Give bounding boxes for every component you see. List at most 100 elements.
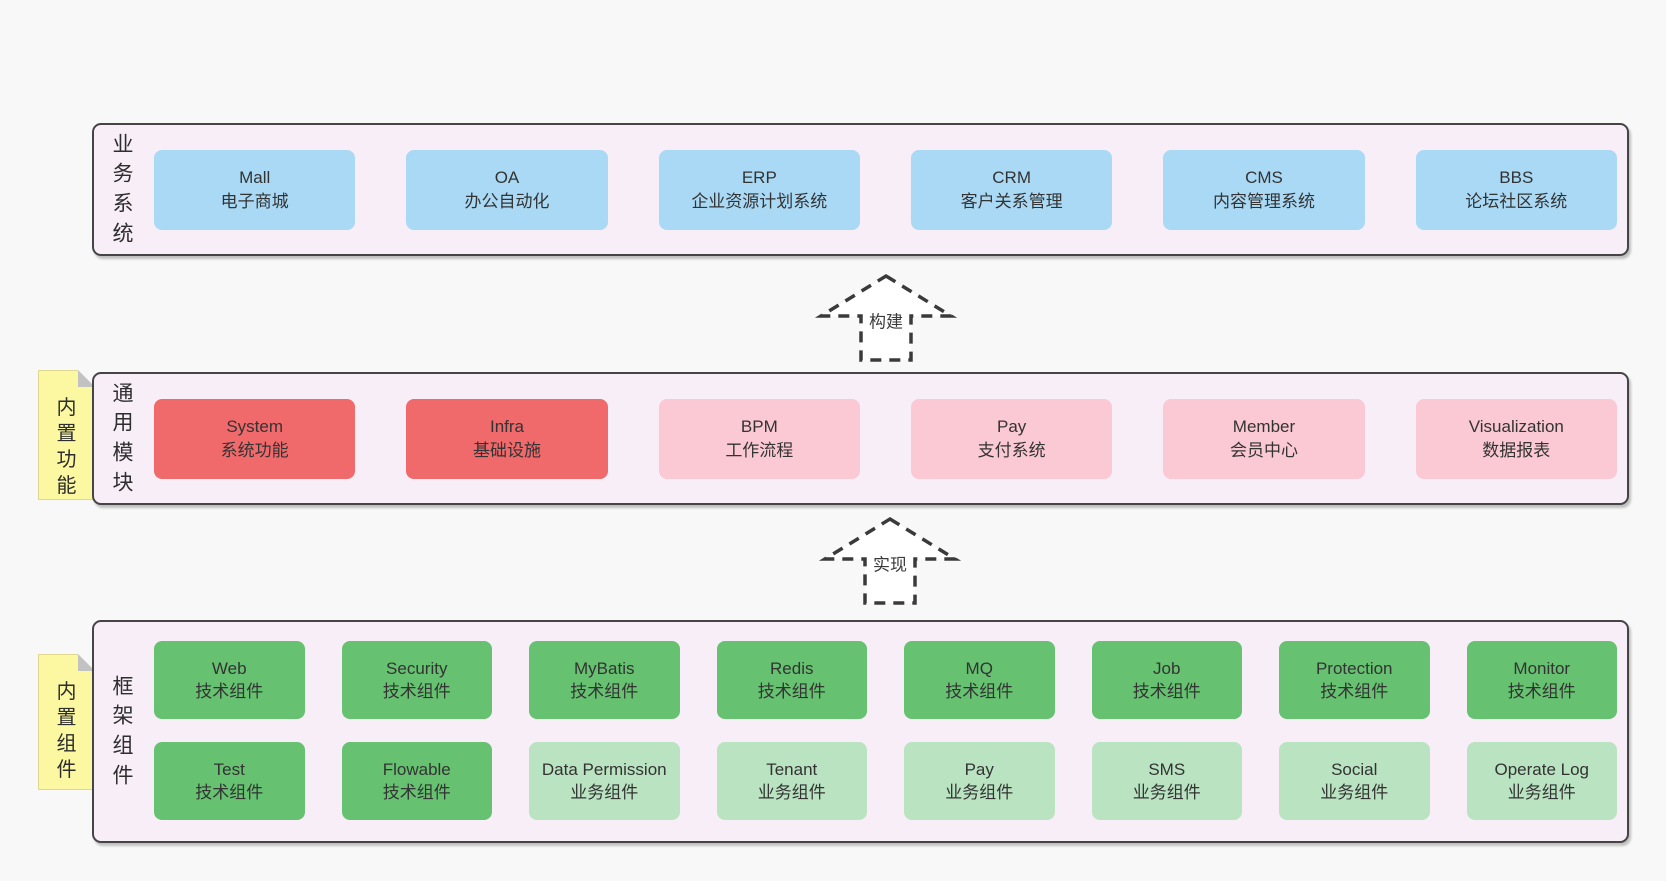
diagram-box-system: System 系统功能	[154, 398, 356, 479]
diagram-box-data-permission: Data Permission 业务组件	[529, 742, 680, 820]
box-subtitle: 技术组件	[1507, 682, 1576, 701]
box-subtitle: 工作流程	[725, 440, 794, 460]
box-subtitle: 技术组件	[945, 682, 1014, 701]
box-subtitle: 技术组件	[195, 682, 264, 701]
box-title: BPM	[740, 417, 778, 437]
diagram-box-oa: OA 办公自动化	[406, 149, 608, 230]
box-title: Job	[1153, 658, 1181, 678]
diagram-box-pay-system: Pay 支付系统	[910, 398, 1113, 479]
box-subtitle: 业务组件	[1507, 783, 1576, 802]
box-subtitle: 技术组件	[1320, 682, 1389, 701]
box-subtitle: 技术组件	[757, 682, 826, 701]
box-subtitle: 支付系统	[977, 440, 1046, 460]
diagram-box-operate-log: Operate Log 业务组件	[1466, 742, 1617, 820]
box-title: Tenant	[766, 759, 818, 779]
diagram-box-mybatis: MyBatis 技术组件	[529, 641, 680, 719]
box-title: BBS	[1499, 168, 1534, 188]
box-subtitle: 会员中心	[1229, 440, 1298, 460]
diagram-box-flowable: Flowable 技术组件	[341, 742, 492, 820]
diagram-box-bbs: BBS 论坛社区系统	[1415, 149, 1617, 230]
box-subtitle: 内容管理系统	[1212, 191, 1315, 211]
box-subtitle: 办公自动化	[464, 191, 550, 211]
box-title: Social	[1331, 759, 1378, 779]
diagram-box-pay-component: Pay 业务组件	[904, 742, 1055, 820]
diagram-box-security: Security 技术组件	[341, 641, 492, 719]
box-subtitle: 技术组件	[570, 682, 639, 701]
box-subtitle: 电子商城	[220, 191, 289, 211]
box-subtitle: 客户关系管理	[960, 191, 1063, 211]
business-box-row: Mall 电子商城 OA 办公自动化 ERP 企业资源计划系统 CRM 客户关系…	[154, 149, 1617, 230]
panel-side-label: 框架组件	[112, 674, 134, 788]
box-title: SMS	[1148, 759, 1186, 779]
diagram-box-sms: SMS 业务组件	[1091, 742, 1242, 820]
sticky-note-builtin-components: 内置组件	[38, 654, 95, 790]
diagram-box-mq: MQ 技术组件	[904, 641, 1055, 719]
diagram-box-member: Member 会员中心	[1163, 398, 1365, 479]
diagram-box-web: Web 技术组件	[154, 641, 305, 719]
diagram-box-cms: CMS 内容管理系统	[1163, 149, 1365, 230]
box-title: Monitor	[1513, 658, 1571, 678]
box-title: Pay	[964, 759, 994, 779]
box-title: Member	[1232, 417, 1296, 437]
box-title: ERP	[741, 168, 777, 188]
box-title: System	[226, 417, 283, 437]
diagram-box-test: Test 技术组件	[154, 742, 305, 820]
diagram-box-mall: Mall 电子商城	[154, 149, 356, 230]
box-subtitle: 技术组件	[382, 783, 451, 802]
panel-business-systems: 业务系统 Mall 电子商城 OA 办公自动化 ERP 企业资源计划系统 CRM…	[92, 123, 1629, 256]
box-title: MyBatis	[574, 658, 635, 678]
box-subtitle: 业务组件	[570, 783, 639, 802]
box-title: Visualization	[1468, 417, 1564, 437]
diagram-box-social: Social 业务组件	[1279, 742, 1430, 820]
sticky-note-label: 内置组件	[56, 681, 77, 781]
box-subtitle: 技术组件	[1132, 682, 1201, 701]
build-arrow: 构建	[811, 272, 961, 364]
box-title: CMS	[1245, 168, 1283, 188]
panel-framework-components: 框架组件 Web 技术组件 Security 技术组件 MyBatis 技术组件…	[92, 620, 1629, 843]
modules-box-row: System 系统功能 Infra 基础设施 BPM 工作流程 Pay 支付系统…	[154, 398, 1617, 479]
box-subtitle: 业务组件	[1320, 783, 1389, 802]
implement-arrow: 实现	[815, 515, 965, 607]
box-title: Protection	[1315, 658, 1393, 678]
diagram-box-job: Job 技术组件	[1091, 641, 1242, 719]
box-subtitle: 业务组件	[757, 783, 826, 802]
sticky-note-label: 内置功能	[56, 397, 77, 497]
box-title: MQ	[965, 658, 993, 678]
box-title: CRM	[992, 168, 1031, 188]
box-title: Web	[211, 658, 247, 678]
diagram-box-erp: ERP 企业资源计划系统	[658, 149, 860, 230]
diagram-box-redis: Redis 技术组件	[716, 641, 867, 719]
diagram-box-crm: CRM 客户关系管理	[910, 149, 1113, 230]
box-subtitle: 技术组件	[382, 682, 451, 701]
diagram-box-tenant: Tenant 业务组件	[716, 742, 867, 820]
diagram-box-bpm: BPM 工作流程	[658, 398, 860, 479]
box-subtitle: 技术组件	[195, 783, 264, 802]
box-title: Redis	[770, 658, 814, 678]
panel-common-modules: 通用模块 System 系统功能 Infra 基础设施 BPM 工作流程 Pay…	[92, 372, 1629, 505]
box-title: Data Permission	[541, 759, 667, 779]
box-title: Flowable	[382, 759, 451, 779]
box-title: Operate Log	[1494, 759, 1589, 779]
diagram-box-infra: Infra 基础设施	[406, 398, 608, 479]
box-title: Pay	[997, 417, 1027, 437]
box-title: Test	[213, 759, 245, 779]
box-title: OA	[494, 168, 520, 188]
arrow-label: 实现	[870, 550, 910, 576]
diagram-box-monitor: Monitor 技术组件	[1466, 641, 1617, 719]
box-subtitle: 系统功能	[220, 440, 289, 460]
box-subtitle: 企业资源计划系统	[691, 191, 828, 211]
box-title: Infra	[489, 417, 524, 437]
box-subtitle: 业务组件	[1132, 783, 1201, 802]
box-subtitle: 数据报表	[1482, 440, 1551, 460]
box-subtitle: 基础设施	[472, 440, 541, 460]
sticky-note-builtin-functions: 内置功能	[38, 370, 95, 500]
box-title: Mall	[239, 168, 271, 188]
box-subtitle: 论坛社区系统	[1465, 191, 1568, 211]
diagram-box-visualization: Visualization 数据报表	[1415, 398, 1617, 479]
panel-side-label: 通用模块	[112, 381, 134, 495]
box-subtitle: 业务组件	[945, 783, 1014, 802]
box-title: Security	[386, 658, 448, 678]
arrow-label: 构建	[866, 307, 906, 333]
diagram-box-protection: Protection 技术组件	[1279, 641, 1430, 719]
